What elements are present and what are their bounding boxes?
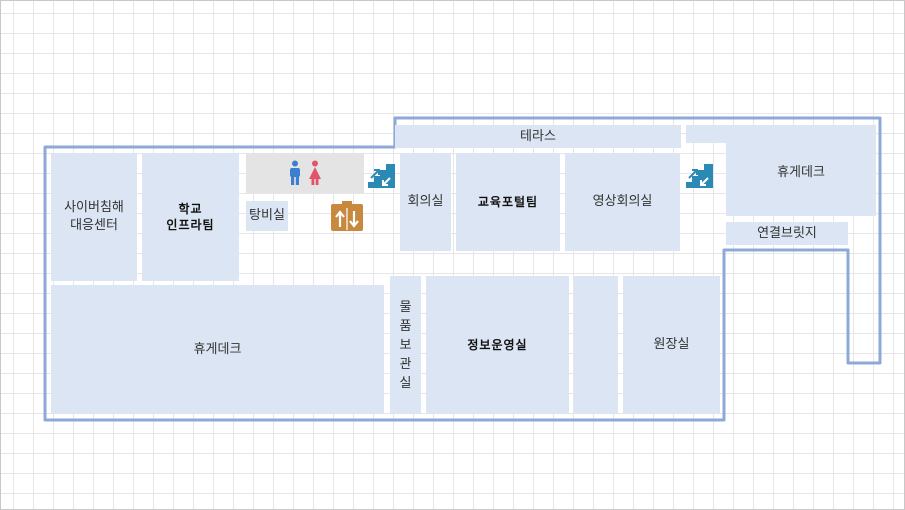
room-rest-deck-right[interactable]: 휴게데크 xyxy=(726,130,876,216)
room-info-ops[interactable]: 정보운영실 xyxy=(426,276,569,414)
room-shower[interactable]: 탕비실 xyxy=(246,201,288,231)
room-label: 휴게데크 xyxy=(777,165,825,181)
room-terrace[interactable]: 테라스 xyxy=(395,125,681,148)
room-label: 테라스 xyxy=(520,128,556,144)
room-label: 사이버침해 대응센터 xyxy=(64,200,124,233)
room-bridge[interactable]: 연결브릿지 xyxy=(726,222,848,245)
room-video-meeting[interactable]: 영상회의실 xyxy=(565,153,680,251)
room-label: 연결브릿지 xyxy=(757,225,817,241)
room-label: 휴게데크 xyxy=(193,341,242,357)
room-label: 탕비실 xyxy=(249,208,285,224)
room-label: 영상회의실 xyxy=(592,194,653,210)
room-cyber-center[interactable]: 사이버침해 대응센터 xyxy=(51,153,137,281)
elevator-icon xyxy=(331,201,363,231)
stairs-icon xyxy=(686,164,713,188)
room-label: 물품보관실 xyxy=(399,299,412,391)
room-label: 교육포털팀 xyxy=(477,194,539,209)
room-label: 원장실 xyxy=(653,337,690,353)
room-unlabeled xyxy=(574,276,618,414)
male-restroom-icon xyxy=(290,160,300,185)
room-meeting[interactable]: 회의실 xyxy=(400,153,451,251)
restroom[interactable] xyxy=(246,153,364,193)
room-rest-deck-left[interactable]: 휴게데크 xyxy=(51,285,384,414)
stairs-icon xyxy=(368,164,395,188)
room-edu-portal[interactable]: 교육포털팀 xyxy=(456,153,560,251)
room-label: 정보운영실 xyxy=(467,337,528,352)
room-school-infra[interactable]: 학교 인프라팀 xyxy=(142,153,239,281)
room-label: 학교 인프라팀 xyxy=(166,201,215,232)
room-storage[interactable]: 물품보관실 xyxy=(390,276,421,414)
room-director[interactable]: 원장실 xyxy=(623,276,720,414)
room-label: 회의실 xyxy=(407,194,444,210)
female-restroom-icon xyxy=(309,160,321,185)
